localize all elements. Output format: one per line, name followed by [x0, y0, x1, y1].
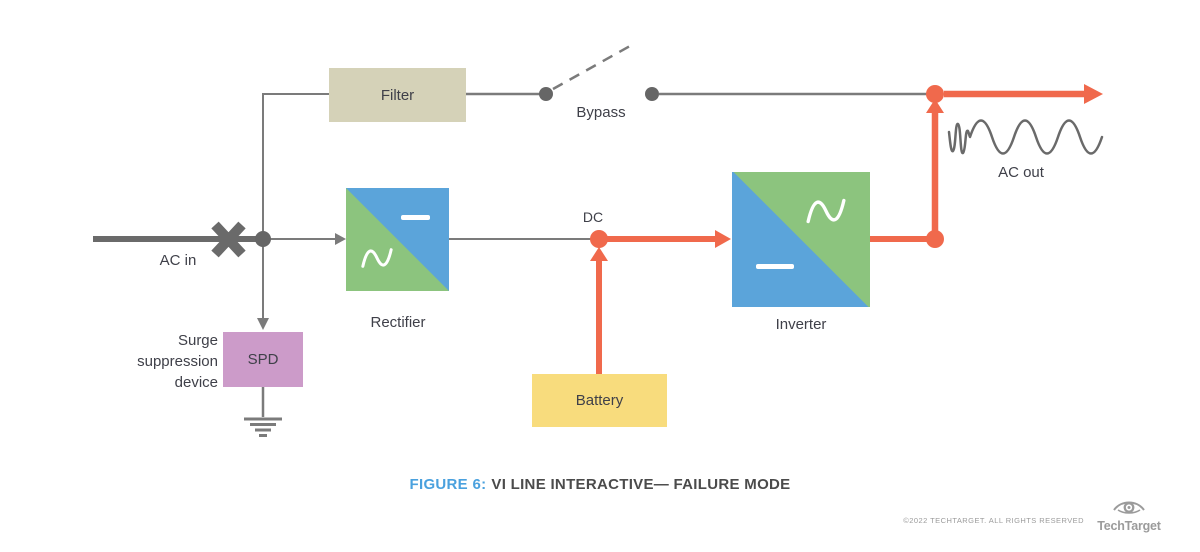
dc-to-inverter-arrowhead-icon [715, 230, 731, 248]
rectifier-arrowhead-icon [335, 233, 346, 245]
spd-arrowhead-icon [257, 318, 269, 330]
battery-power-path [596, 90, 1086, 374]
spd-box: SPD [223, 332, 303, 387]
techtarget-eye-icon [1113, 501, 1145, 514]
ac-out-junction-dot [926, 85, 944, 103]
ac-in-label: AC in [159, 252, 197, 269]
failure-x-icon [211, 221, 246, 258]
rectifier-box [346, 188, 449, 291]
ac-in-junction-dot [255, 231, 271, 247]
ground-icon [244, 387, 282, 437]
spd-label: SPD [247, 351, 279, 368]
surge-suppression-label: Surge suppression device [137, 332, 218, 391]
battery-up-arrowhead-icon [590, 247, 608, 261]
filter-label: Filter [380, 86, 415, 104]
minus-icon [756, 264, 794, 269]
techtarget-logo: TechTarget [1094, 497, 1164, 533]
techtarget-wordmark: TechTarget [1097, 519, 1161, 533]
battery-path-arrowheads [590, 84, 1103, 261]
filter-box: Filter [329, 68, 466, 122]
bypass-label: Bypass [576, 104, 626, 121]
battery-label: Battery [575, 392, 624, 409]
figure-number: FIGURE 6: [409, 476, 487, 493]
inverter-up-arrowhead-icon [926, 99, 944, 113]
ac-waveform-icon [947, 119, 1104, 155]
inverter-label: Inverter [775, 316, 827, 333]
sine-icon [361, 248, 393, 268]
copyright-text: ©2022 TECHTARGET. ALL RIGHTS RESERVED [903, 516, 1084, 525]
inverter-output-dot [926, 230, 944, 248]
rectifier-label: Rectifier [370, 314, 426, 331]
minus-icon [401, 215, 430, 220]
figure-title: VI LINE INTERACTIVE— FAILURE MODE [491, 476, 791, 493]
bypass-switch-icon [539, 44, 659, 101]
battery-box: Battery [532, 374, 667, 427]
dc-node-dot [590, 230, 608, 248]
inverter-box [732, 172, 870, 307]
junction-to-filter-line [262, 93, 329, 239]
dc-label: DC [582, 209, 604, 225]
sine-icon [806, 198, 846, 224]
ac-out-label: AC out [998, 164, 1044, 181]
figure-caption: FIGURE 6:VI LINE INTERACTIVE— FAILURE MO… [0, 476, 1200, 493]
ac-out-arrowhead-icon [1084, 84, 1103, 104]
